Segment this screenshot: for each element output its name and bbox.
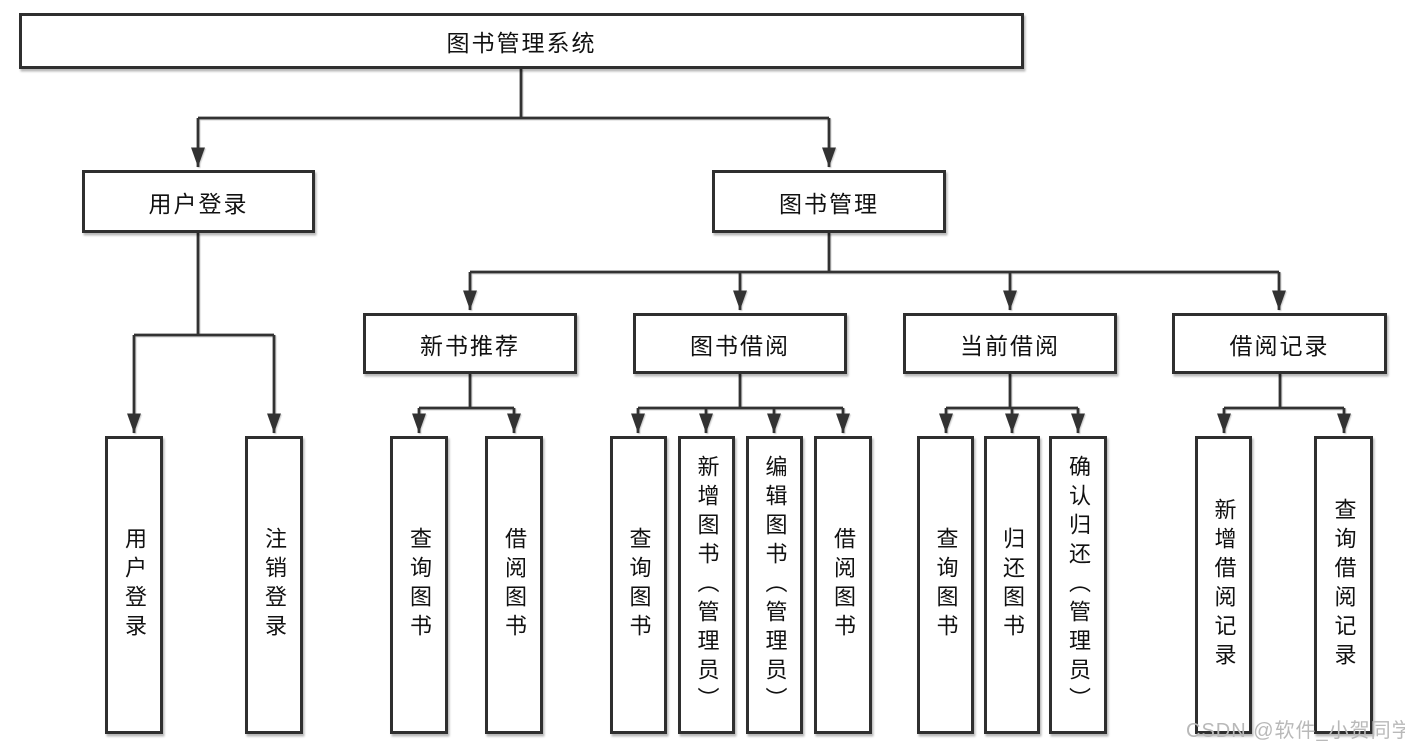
leaf-cb-return-books: 归还图书 bbox=[984, 436, 1040, 734]
node-current-borrowing: 当前借阅 bbox=[903, 313, 1117, 374]
leaf-rec-query-books: 查询图书 bbox=[390, 436, 448, 734]
leaf-cb-query-books-label: 查询图书 bbox=[933, 527, 959, 643]
leaf-rec-borrow-books-label: 借阅图书 bbox=[502, 527, 527, 643]
node-user-login: 用户登录 bbox=[82, 170, 315, 233]
node-book-borrowing: 图书借阅 bbox=[633, 313, 847, 374]
node-library-system: 图书管理系统 bbox=[19, 13, 1024, 69]
leaf-logout: 注销登录 bbox=[245, 436, 303, 734]
leaf-br-add-record-label: 新增借阅记录 bbox=[1211, 498, 1237, 672]
node-new-book-recommend-label: 新书推荐 bbox=[420, 332, 520, 359]
node-new-book-recommend: 新书推荐 bbox=[363, 313, 577, 374]
connector-current-borrow-trunk bbox=[946, 374, 1078, 410]
leaf-br-add-record: 新增借阅记录 bbox=[1195, 436, 1252, 734]
node-borrowing-records-label: 借阅记录 bbox=[1229, 332, 1330, 359]
node-library-system-label: 图书管理系统 bbox=[446, 30, 597, 56]
connector-user-login-trunk bbox=[134, 233, 274, 337]
node-book-borrowing-label: 图书借阅 bbox=[690, 332, 790, 359]
leaf-user-login: 用户登录 bbox=[105, 436, 163, 734]
node-borrowing-records: 借阅记录 bbox=[1172, 313, 1387, 374]
csdn-watermark: CSDN @软件_小贺同学 bbox=[1186, 720, 1405, 742]
leaf-user-login-label: 用户登录 bbox=[122, 527, 147, 643]
leaf-bb-borrow-books-label: 借阅图书 bbox=[831, 527, 856, 643]
leaf-logout-label: 注销登录 bbox=[262, 527, 287, 643]
leaf-rec-borrow-books: 借阅图书 bbox=[485, 436, 543, 734]
connector-book-borrow-trunk bbox=[638, 374, 843, 410]
connector-book-mgmt-trunk bbox=[470, 233, 1279, 274]
leaf-cb-query-books: 查询图书 bbox=[917, 436, 974, 734]
connector-new-book-rec-trunk bbox=[419, 374, 514, 410]
connector-root-trunk bbox=[198, 69, 829, 120]
leaf-br-query-record: 查询借阅记录 bbox=[1314, 436, 1373, 734]
leaf-bb-add-books-label: 新增图书（管理员） bbox=[694, 454, 720, 716]
leaf-br-query-record-label: 查询借阅记录 bbox=[1331, 498, 1357, 672]
connector-borrow-records-trunk bbox=[1224, 374, 1344, 410]
leaf-cb-confirm-return: 确认归还（管理员） bbox=[1049, 436, 1107, 734]
leaf-bb-edit-books-label: 编辑图书（管理员） bbox=[762, 454, 788, 716]
leaf-bb-edit-books: 编辑图书（管理员） bbox=[746, 436, 803, 734]
leaf-rec-query-books-label: 查询图书 bbox=[407, 527, 432, 643]
leaf-bb-query-books-label: 查询图书 bbox=[626, 527, 652, 643]
node-book-management-label: 图书管理 bbox=[779, 190, 879, 217]
leaf-bb-borrow-books: 借阅图书 bbox=[814, 436, 872, 734]
leaf-cb-return-books-label: 归还图书 bbox=[1000, 527, 1025, 643]
leaf-bb-add-books: 新增图书（管理员） bbox=[678, 436, 735, 734]
node-book-management: 图书管理 bbox=[712, 170, 946, 233]
node-user-login-label: 用户登录 bbox=[148, 190, 249, 217]
leaf-cb-confirm-return-label: 确认归还（管理员） bbox=[1066, 454, 1091, 716]
leaf-bb-query-books: 查询图书 bbox=[610, 436, 667, 734]
node-current-borrowing-label: 当前借阅 bbox=[960, 332, 1060, 359]
